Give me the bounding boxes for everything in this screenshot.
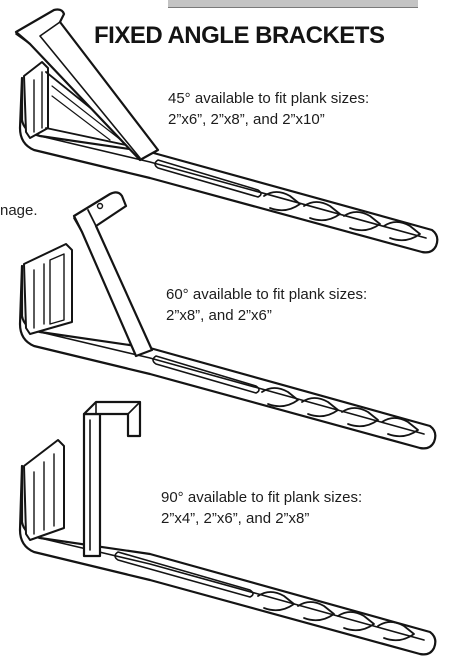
bracket-45-sizes-text: 2”x6”, 2”x8”, and 2”x10”	[168, 111, 325, 128]
bracket-45-illustration	[14, 8, 439, 254]
cut-off-text: nage.	[0, 202, 38, 219]
bracket-60-caption: 60° available to fit plank sizes: 2”x8”,…	[166, 284, 367, 326]
bracket-60-angle-text: 60° available to fit plank sizes:	[166, 286, 368, 303]
bracket-90-illustration	[18, 400, 437, 656]
bracket-45-caption: 45° available to fit plank sizes: 2”x6”,…	[168, 88, 369, 130]
top-tab-edge	[168, 0, 418, 8]
page-title: FIXED ANGLE BRACKETS	[94, 22, 385, 49]
bracket-90-caption: 90° available to fit plank sizes: 2”x4”,…	[161, 487, 362, 529]
bracket-60-illustration	[18, 191, 437, 450]
bracket-90-sizes-text: 2”x4”, 2”x6”, and 2”x8”	[161, 510, 310, 527]
bracket-45-angle-text: 45° available to fit plank sizes:	[168, 90, 370, 107]
bracket-60-sizes-text: 2”x8”, and 2”x6”	[166, 307, 272, 324]
bracket-90-angle-text: 90° available to fit plank sizes:	[161, 489, 363, 506]
